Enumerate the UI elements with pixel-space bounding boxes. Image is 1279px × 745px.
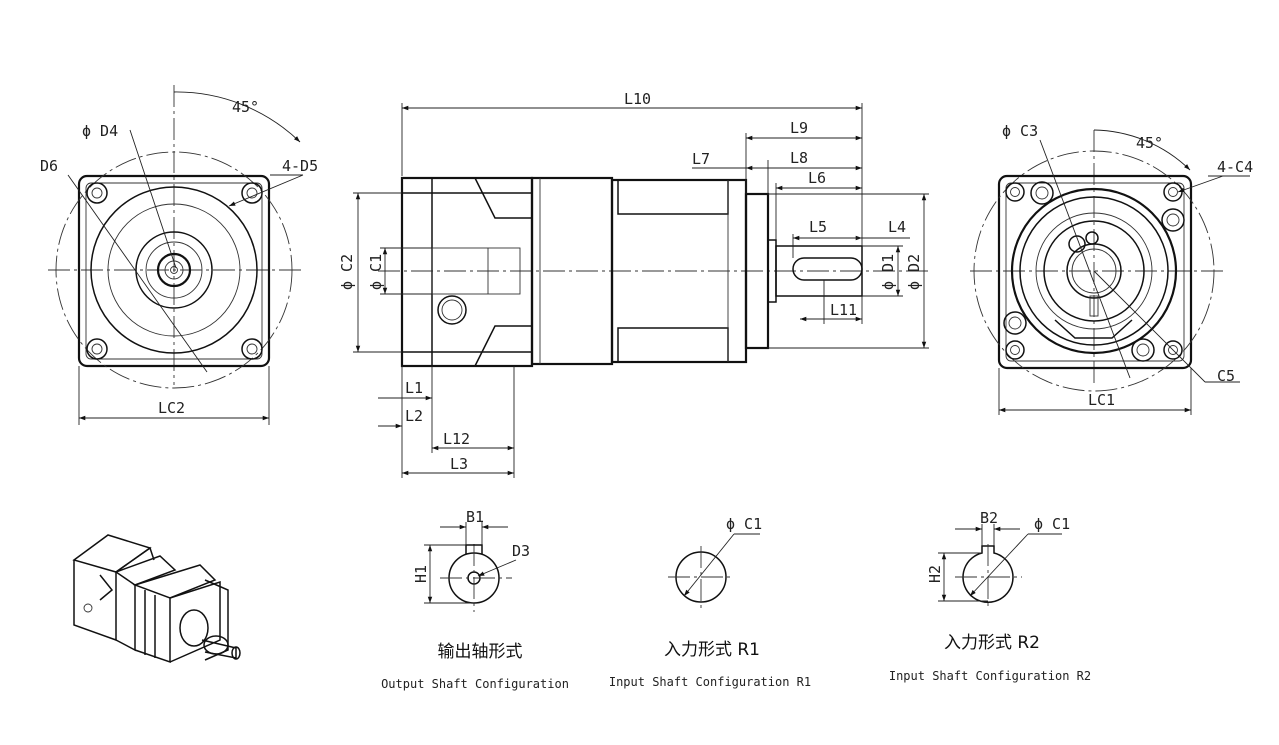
- label-c2: ϕ C2: [338, 254, 356, 290]
- label-d2: ϕ D2: [905, 254, 923, 290]
- label-l1: L1: [405, 379, 423, 397]
- side-view: L10 L9 L7 L8 L6 L5 L4 L11 ϕ C2 ϕ C1 ϕ D1…: [338, 90, 930, 478]
- label-l11: L11: [830, 301, 857, 319]
- front-view-input: ϕ C3 45° 4-C4 C5 LC1: [970, 122, 1253, 415]
- section-output-shaft: B1 D3 H1: [412, 508, 530, 612]
- label-lc1: LC1: [1088, 391, 1115, 409]
- front-view-output: ϕ D4 D6 45° 4-D5 LC2: [40, 85, 318, 425]
- caption-r1-cn: 入力形式 R1: [664, 640, 760, 660]
- label-l10: L10: [624, 90, 651, 108]
- label-left-angle: 45°: [232, 98, 259, 116]
- section-input-r2: B2 ϕ C1 H2: [926, 509, 1070, 610]
- label-d6: D6: [40, 157, 58, 175]
- section-input-r1: ϕ C1: [668, 515, 762, 608]
- label-l7: L7: [692, 150, 710, 168]
- label-l2: L2: [405, 407, 423, 425]
- label-b1: B1: [466, 508, 484, 526]
- label-r1-c1: ϕ C1: [726, 515, 762, 533]
- label-l6: L6: [808, 169, 826, 187]
- label-4-d5: 4-D5: [282, 157, 318, 175]
- label-c3: ϕ C3: [1002, 122, 1038, 140]
- label-l3: L3: [450, 455, 468, 473]
- label-right-angle: 45°: [1136, 134, 1163, 152]
- label-l9: L9: [790, 119, 808, 137]
- label-c1-side: ϕ C1: [367, 254, 385, 290]
- label-4-c4: 4-C4: [1217, 158, 1253, 176]
- label-b2: B2: [980, 509, 998, 527]
- caption-r2-cn: 入力形式 R2: [944, 633, 1040, 653]
- label-l8: L8: [790, 149, 808, 167]
- input-mounting-holes: [1003, 181, 1185, 362]
- label-d3: D3: [512, 542, 530, 560]
- label-lc2: LC2: [158, 399, 185, 417]
- label-h2: H2: [926, 565, 944, 583]
- caption-output-en: Output Shaft Configuration: [381, 677, 569, 691]
- caption-r1-en: Input Shaft Configuration R1: [609, 675, 811, 689]
- label-l12: L12: [443, 430, 470, 448]
- label-l5: L5: [809, 218, 827, 236]
- label-r2-c1: ϕ C1: [1034, 515, 1070, 533]
- label-h1: H1: [412, 565, 430, 583]
- label-d1: ϕ D1: [879, 254, 897, 290]
- caption-output-cn: 输出轴形式: [438, 642, 523, 662]
- caption-r2-en: Input Shaft Configuration R2: [889, 669, 1091, 683]
- label-d4: ϕ D4: [82, 122, 118, 140]
- label-c5: C5: [1217, 367, 1235, 385]
- mounting-holes: [86, 182, 263, 360]
- gear-reducer-3d-icon: [72, 534, 241, 664]
- label-l4: L4: [888, 218, 906, 236]
